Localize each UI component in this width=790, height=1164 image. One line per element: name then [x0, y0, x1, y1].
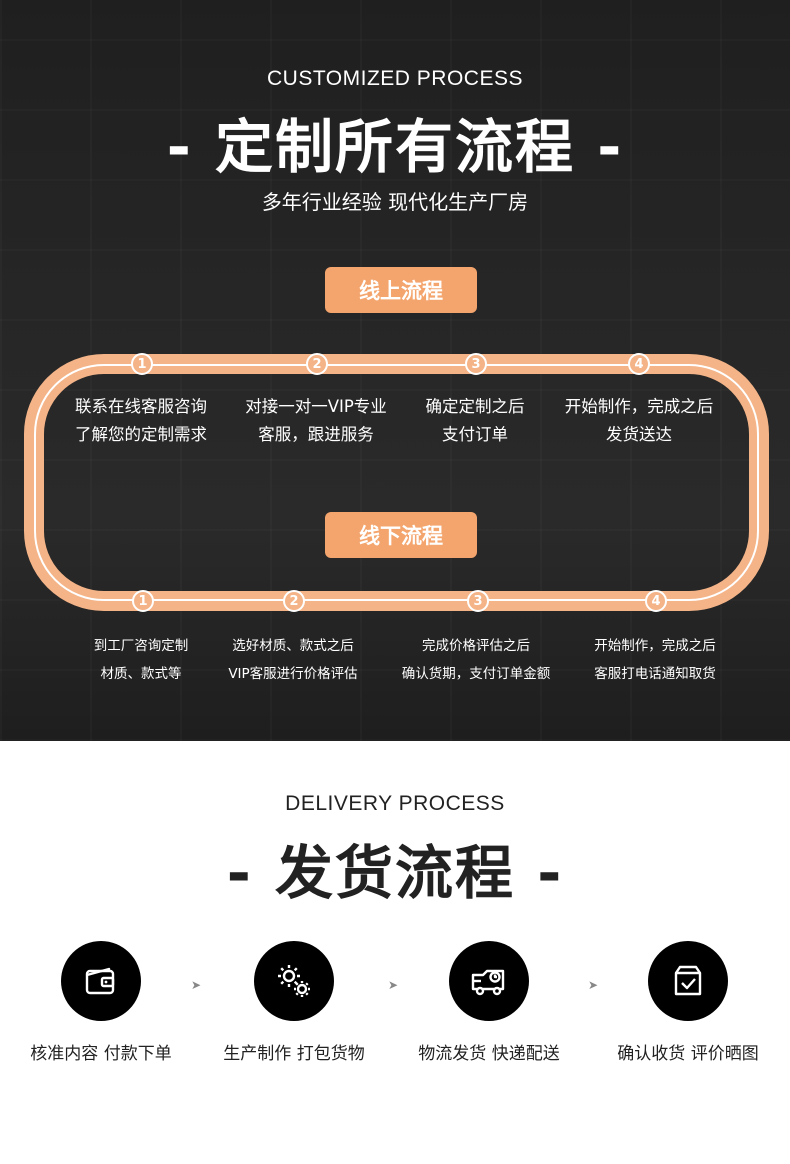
offline-step-4-number: 4	[645, 590, 667, 612]
online-step-2-number: 2	[306, 353, 328, 375]
process-track-inner-line	[34, 364, 759, 601]
delivery-title-cn: - 发货流程 -	[226, 839, 564, 907]
online-step-4-number: 4	[628, 353, 650, 375]
online-step-1-number: 1	[131, 353, 153, 375]
delivery-title-en: DELIVERY PROCESS	[285, 792, 505, 815]
delivery-arrow-2: ➤	[388, 978, 399, 992]
online-step-2-text: 对接一对一VIP专业 客服，跟进服务	[245, 397, 387, 444]
customized-tagline: 多年行业经验 现代化生产厂房	[261, 190, 529, 214]
delivery-step-2-circle	[254, 941, 334, 1021]
online-step-3-number: 3	[465, 353, 487, 375]
offline-step-2-number: 2	[283, 590, 305, 612]
delivery-step-4-label: 确认收货 评价晒图	[617, 1044, 759, 1064]
delivery-truck-icon	[471, 969, 505, 996]
gears-icon	[278, 965, 310, 997]
customized-process-section: CUSTOMIZED PROCESS - 定制所有流程 - 多年行业经验 现代化…	[0, 0, 790, 741]
customized-title-cn: - 定制所有流程 -	[166, 113, 624, 181]
wallet-icon	[85, 967, 115, 995]
delivery-step-3-label: 物流发货 快递配送	[418, 1044, 560, 1064]
package-check-icon	[674, 965, 702, 996]
offline-step-1-number: 1	[132, 590, 154, 612]
delivery-step-3-circle	[449, 941, 529, 1021]
delivery-step-4-circle	[648, 941, 728, 1021]
offline-process-label: 线下流程	[325, 512, 477, 558]
delivery-step-2-label: 生产制作 打包货物	[223, 1044, 365, 1064]
online-step-3-text: 确定定制之后 支付订单	[425, 397, 525, 444]
offline-step-2-text: 选好材质、款式之后 VIP客服进行价格评估	[228, 638, 358, 682]
online-process-label: 线上流程	[325, 267, 477, 313]
delivery-step-1-circle	[61, 941, 141, 1021]
offline-step-1-text: 到工厂咨询定制 材质、款式等	[93, 638, 189, 682]
offline-step-4-text: 开始制作，完成之后 客服打电话通知取货	[594, 638, 716, 682]
offline-step-3-text: 完成价格评估之后 确认货期，支付订单金额	[401, 638, 551, 682]
online-step-4-text: 开始制作，完成之后 发货送达	[564, 397, 714, 444]
offline-step-3-number: 3	[467, 590, 489, 612]
online-step-1-text: 联系在线客服咨询 了解您的定制需求	[75, 397, 207, 444]
delivery-step-1-label: 核准内容 付款下单	[30, 1044, 172, 1064]
customized-title-en: CUSTOMIZED PROCESS	[267, 67, 523, 90]
delivery-arrow-1: ➤	[191, 978, 202, 992]
delivery-arrow-3: ➤	[588, 978, 599, 992]
